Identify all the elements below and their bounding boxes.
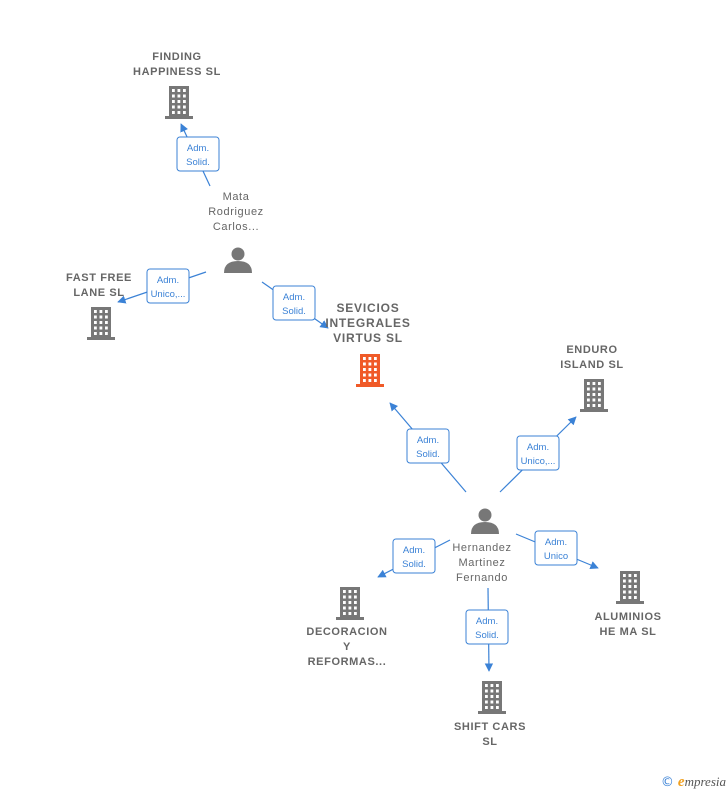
relation-label: Adm. [545,537,567,548]
node-enduro[interactable]: ENDURO ISLAND SL [560,344,623,412]
node-aluminios[interactable]: ALUMINIOS HE MA SL [594,571,661,638]
node-label: FINDING [152,51,201,63]
building-icon[interactable] [356,354,384,387]
node-label: Mata [223,191,250,203]
node-label: Hernandez [452,542,511,554]
relation-box[interactable] [146,268,190,304]
relation-label: Solid. [475,630,499,641]
person-icon[interactable] [471,508,499,535]
node-label: ISLAND SL [560,359,623,371]
node-label: SHIFT CARS [454,721,526,733]
relation-box[interactable] [272,285,316,321]
building-icon[interactable] [336,587,364,620]
node-label: Martinez [459,557,506,569]
node-label: SL [482,736,497,748]
node-label: FAST FREE [66,272,132,284]
brand-name: mpresia [684,774,726,789]
edge-mata-sevicios: Adm. Solid. [261,281,329,329]
node-label: LANE SL [73,287,124,299]
node-decoracion[interactable]: DECORACION Y REFORMAS... [306,587,387,668]
node-label: Carlos... [213,221,259,233]
relation-label: Adm. [187,143,209,154]
empresia-logo: ©empresia [661,774,726,791]
relation-label: Solid. [186,157,210,168]
node-label: ENDURO [566,344,617,356]
node-label: HE MA SL [600,626,657,638]
brand-initial: e [677,774,685,790]
relation-box[interactable] [465,609,509,645]
edge-mata-fastfree: Adm. Unico,... [117,268,207,304]
relation-label: Unico,... [151,289,186,300]
relation-label: Solid. [402,559,426,570]
building-icon[interactable] [87,307,115,340]
relation-box[interactable] [534,530,578,566]
building-icon[interactable] [478,681,506,714]
node-label: HAPPINESS SL [133,66,221,78]
node-mata[interactable]: MataRodriguezCarlos... [208,191,264,273]
nodes-layer: FINDING HAPPINESS SL MataRodriguezCarlos..… [66,51,661,748]
relation-label: Adm. [527,442,549,453]
relation-label: Adm. [157,275,179,286]
node-label: DECORACION [306,626,387,638]
edge-hernandez-decoracion: Adm. Solid. [377,538,451,578]
node-finding[interactable]: FINDING HAPPINESS SL [133,51,221,119]
relation-label: Adm. [283,292,305,303]
building-icon[interactable] [580,379,608,412]
person-icon[interactable] [224,247,252,274]
copyright-icon: © [660,775,674,790]
node-fastfree[interactable]: FAST FREE LANE SL [66,272,132,340]
node-label: REFORMAS... [308,656,387,668]
edge-mata-finding: Adm. Solid. [176,123,220,187]
building-icon[interactable] [616,571,644,604]
edges-layer: Adm. Solid. Adm. Unico,... Adm. Solid. Adm. Sol… [117,123,599,672]
node-label: ALUMINIOS [594,611,661,623]
node-label: Fernando [456,572,508,584]
relation-label: Solid. [282,306,306,317]
node-label: SEVICIOS [336,301,399,315]
edge-hernandez-sevicios: Adm. Solid. [389,402,467,493]
edge-hernandez-shiftcars: Adm. Solid. [465,587,509,672]
edge-hernandez-enduro: Adm. Unico,... [499,416,577,493]
building-icon[interactable] [165,86,193,119]
edge-hernandez-aluminios: Adm. Unico [515,530,599,569]
relation-box[interactable] [406,428,450,464]
node-shiftcars[interactable]: SHIFT CARS SL [454,681,526,748]
node-label: Rodriguez [208,206,264,218]
relation-label: Adm. [403,545,425,556]
relation-box[interactable] [516,435,560,471]
relation-label: Unico [544,551,568,562]
relation-box[interactable] [392,538,436,574]
node-label: VIRTUS SL [333,331,403,345]
relation-label: Solid. [416,449,440,460]
node-label: Y [343,641,351,653]
node-label: INTEGRALES [325,316,410,330]
relation-box[interactable] [176,136,220,172]
relation-label: Adm. [417,435,439,446]
relation-label: Unico,... [521,456,556,467]
relation-label: Adm. [476,616,498,627]
